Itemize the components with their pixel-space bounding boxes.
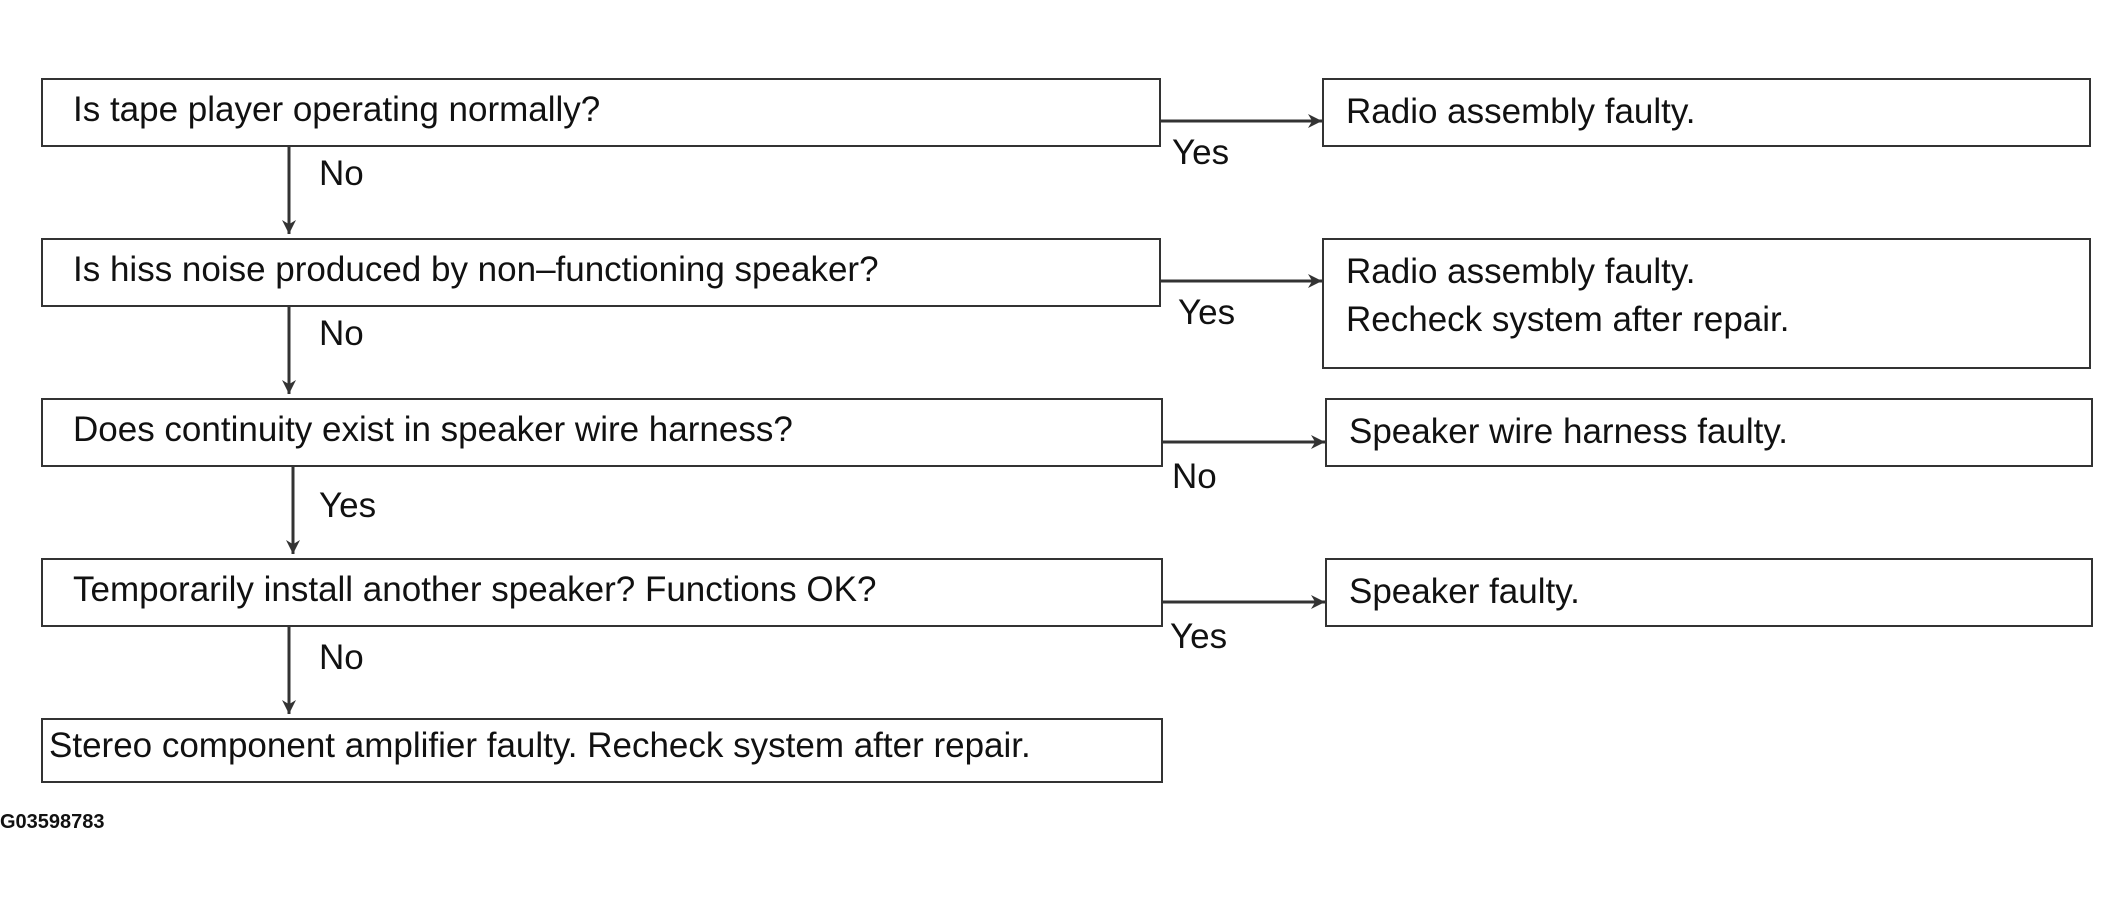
result-text-3: Speaker wire harness faulty. <box>1349 412 1789 451</box>
result-box-2: Radio assembly faulty. Recheck system af… <box>1322 238 2091 369</box>
result-text-1: Radio assembly faulty. <box>1346 92 1696 131</box>
down-label-1: No <box>319 154 364 193</box>
result-text-2b: Recheck system after repair. <box>1346 300 1790 339</box>
question-box-1: Is tape player operating normally? <box>41 78 1161 147</box>
down-label-4: No <box>319 638 364 677</box>
question-text-4: Temporarily install another speaker? Fun… <box>73 570 877 609</box>
down-label-3: Yes <box>319 486 377 525</box>
result-box-1: Radio assembly faulty. <box>1322 78 2091 147</box>
question-text-2: Is hiss noise produced by non–functionin… <box>73 250 879 289</box>
result-text-2a: Radio assembly faulty. <box>1346 252 1696 291</box>
side-label-2: Yes <box>1178 293 1236 332</box>
question-text-3: Does continuity exist in speaker wire ha… <box>73 410 793 449</box>
result-text-4: Speaker faulty. <box>1349 572 1580 611</box>
question-text-1: Is tape player operating normally? <box>73 90 601 129</box>
figure-code: G03598783 <box>0 811 105 833</box>
question-box-2: Is hiss noise produced by non–functionin… <box>41 238 1161 307</box>
result-box-4: Speaker faulty. <box>1325 558 2093 627</box>
question-box-4: Temporarily install another speaker? Fun… <box>41 558 1163 627</box>
side-label-1: Yes <box>1172 133 1230 172</box>
final-result-text: Stereo component amplifier faulty. Reche… <box>49 726 1031 765</box>
question-box-3: Does continuity exist in speaker wire ha… <box>41 398 1163 467</box>
side-label-4: Yes <box>1170 617 1228 656</box>
final-result-box: Stereo component amplifier faulty. Reche… <box>41 718 1163 783</box>
side-label-3: No <box>1172 457 1217 496</box>
result-box-3: Speaker wire harness faulty. <box>1325 398 2093 467</box>
down-label-2: No <box>319 314 364 353</box>
